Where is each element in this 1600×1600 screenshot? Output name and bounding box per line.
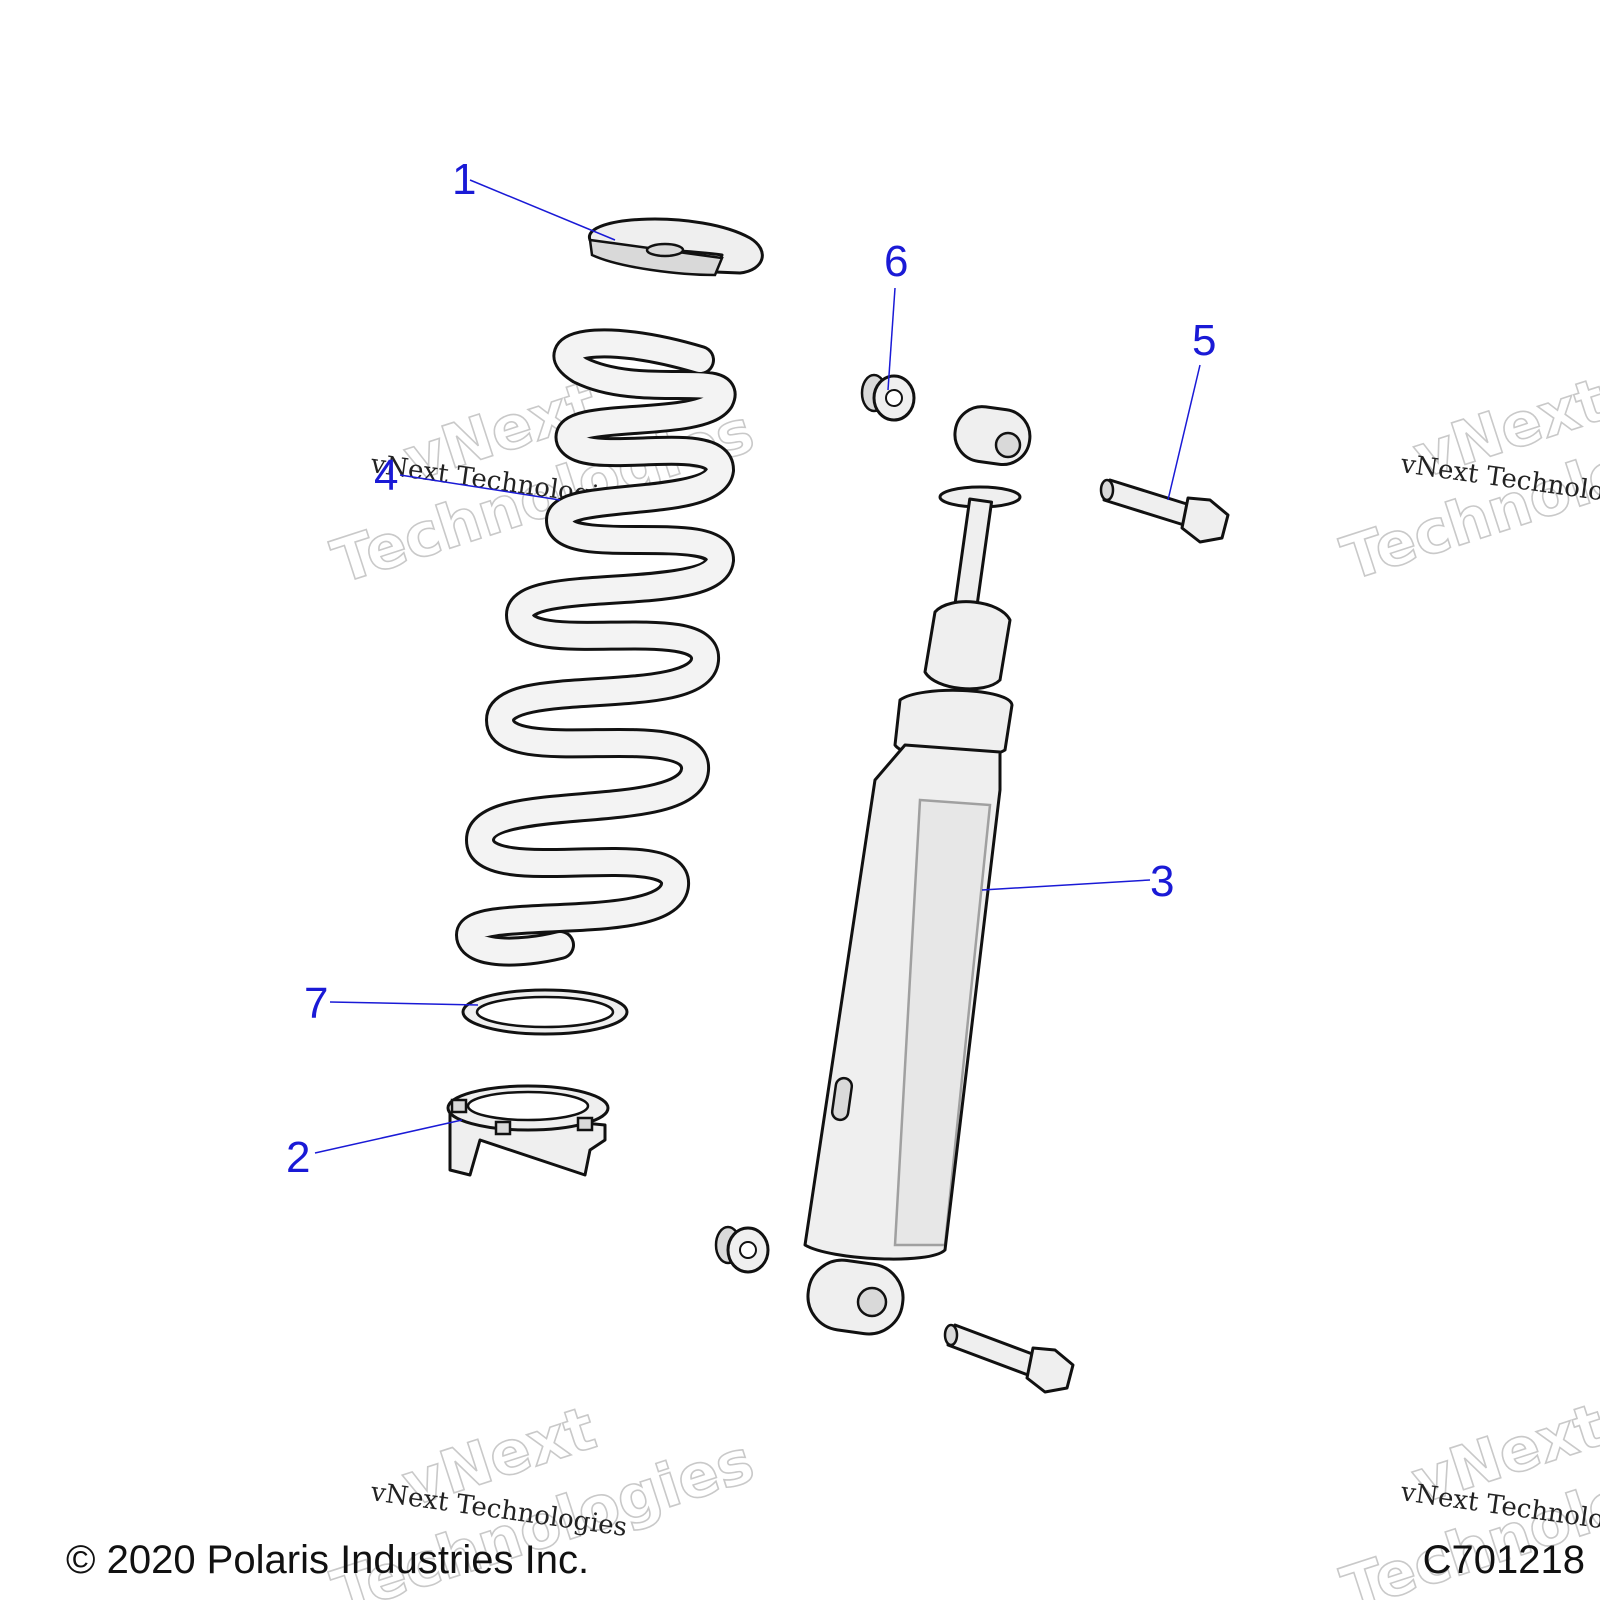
leader-line-3 bbox=[981, 879, 1151, 891]
shock-absorber bbox=[803, 405, 1032, 1336]
leader-line-5 bbox=[1167, 364, 1201, 501]
leader-line-6 bbox=[887, 287, 896, 391]
lower-spring-seat bbox=[446, 1084, 610, 1177]
bushing-bottom bbox=[714, 1225, 770, 1274]
callout-2: 2 bbox=[286, 1133, 310, 1182]
callout-4: 4 bbox=[374, 451, 398, 500]
leader-line-2 bbox=[314, 1119, 463, 1154]
drawing-number: C701218 bbox=[1423, 1538, 1585, 1582]
spacer-ring bbox=[461, 988, 629, 1036]
callout-6: 6 bbox=[884, 237, 908, 286]
coil-spring bbox=[454, 328, 736, 967]
leader-line-1 bbox=[469, 179, 616, 241]
callout-3: 3 bbox=[1150, 857, 1174, 906]
bolt-top bbox=[1099, 478, 1230, 544]
callout-5: 5 bbox=[1192, 316, 1216, 365]
callout-1: 1 bbox=[452, 155, 476, 204]
bolt-bottom bbox=[943, 1323, 1075, 1394]
upper-spring-retainer bbox=[588, 217, 764, 277]
leader-line-7 bbox=[329, 1001, 479, 1006]
leader-line-4 bbox=[399, 474, 561, 501]
bushing-top bbox=[860, 373, 916, 422]
copyright-text: © 2020 Polaris Industries Inc. bbox=[66, 1538, 589, 1582]
callout-7: 7 bbox=[304, 979, 328, 1028]
